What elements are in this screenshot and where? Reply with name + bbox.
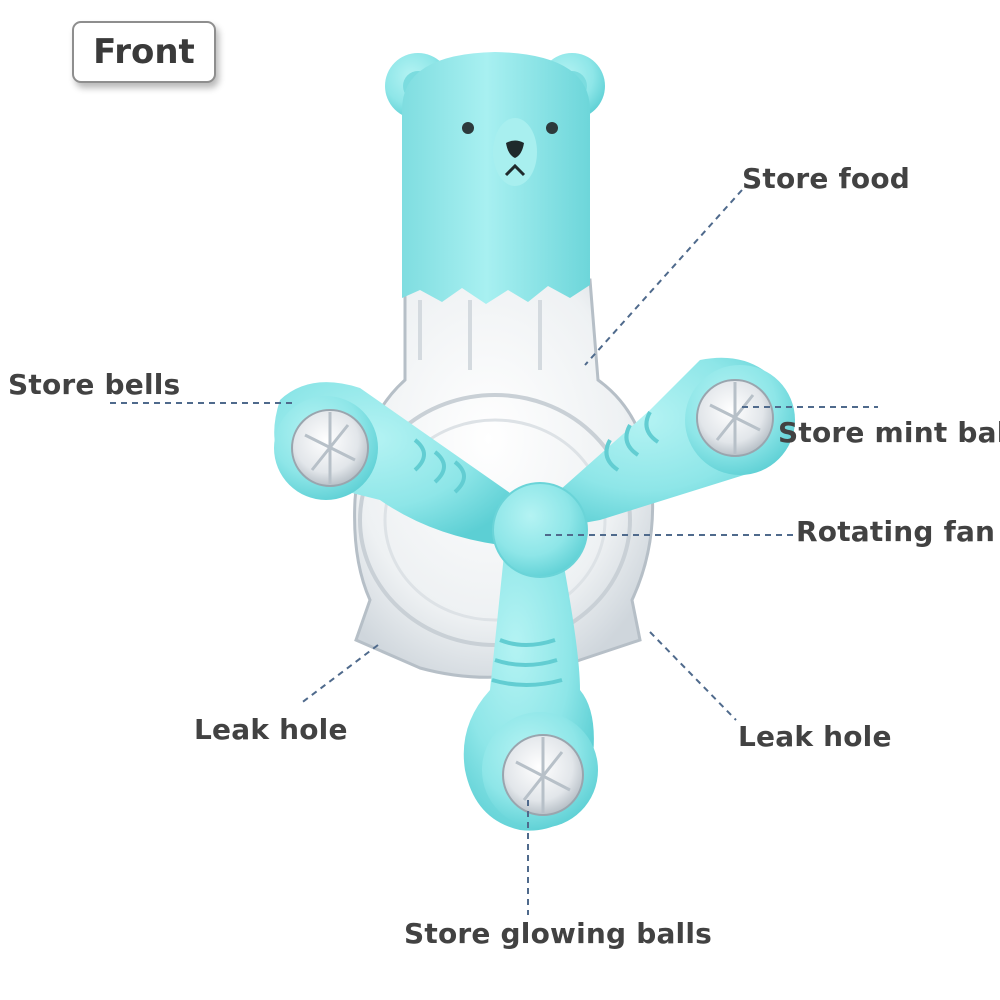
leader-lines [110, 189, 878, 915]
label-store-food: Store food [742, 162, 911, 195]
label-store-glowing-balls: Store glowing balls [404, 917, 712, 950]
front-view-badge: Front [72, 21, 216, 83]
bear-eye-left [462, 122, 474, 134]
storage-balls [291, 379, 774, 816]
label-rotating-fan: Rotating fan [796, 515, 996, 548]
leader-leak-hole-left [299, 644, 379, 705]
label-store-mint-ball: Store mint ball [778, 416, 1000, 449]
bear-head-cap [385, 52, 605, 304]
label-leak-hole-right: Leak hole [738, 720, 892, 753]
label-store-bells: Store bells [8, 368, 181, 401]
leader-leak-hole-right [649, 631, 737, 721]
label-leak-hole-left: Leak hole [194, 713, 348, 746]
bear-eye-right [546, 122, 558, 134]
leader-store-food [584, 189, 743, 366]
